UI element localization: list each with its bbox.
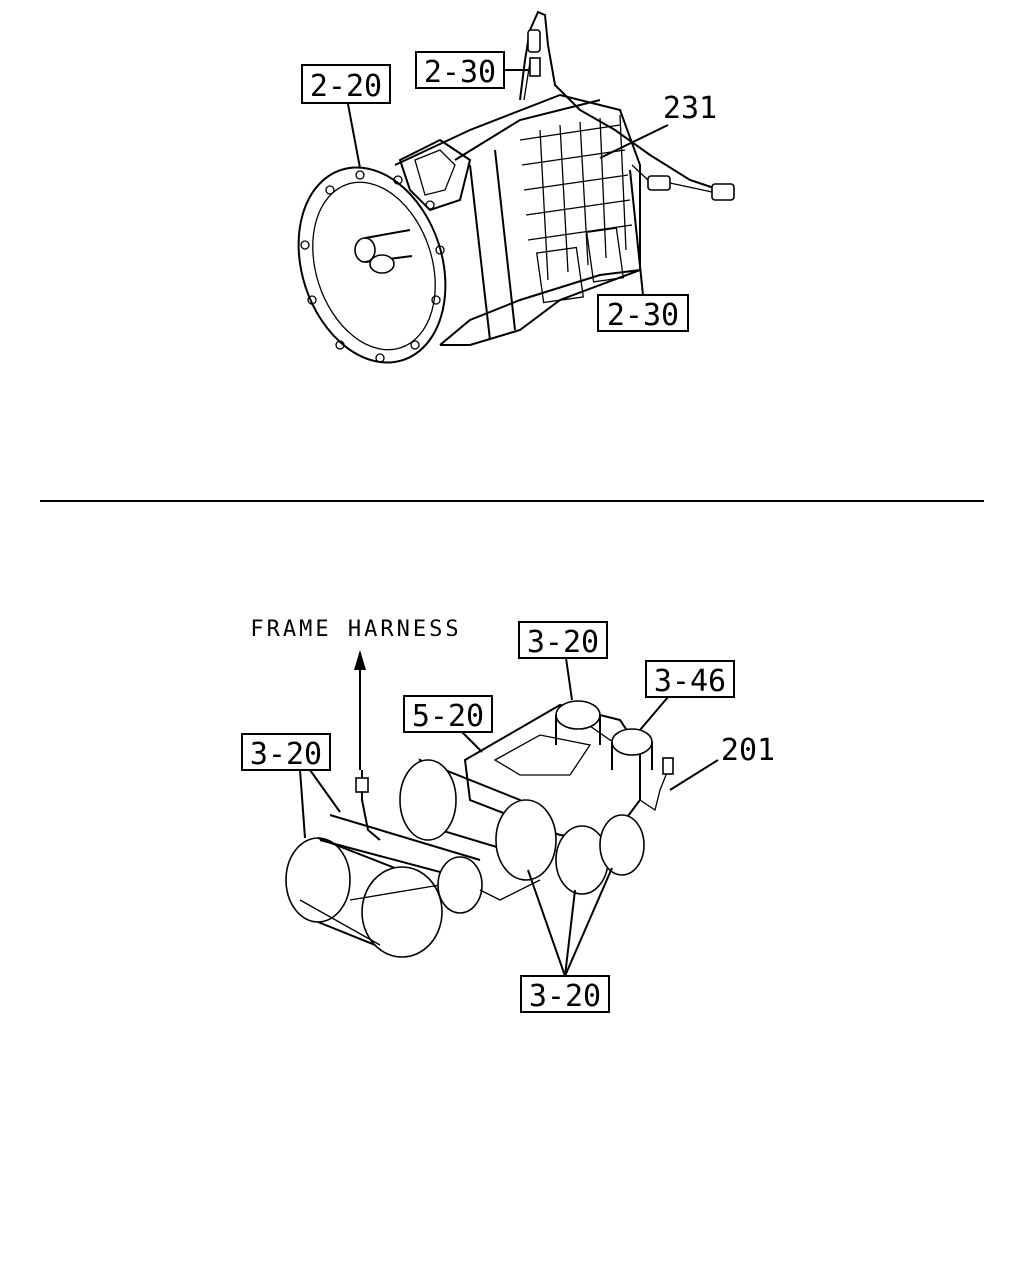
callout-2-30-lower: 2-30: [597, 169, 689, 333]
callout-3-46: 3-46: [639, 660, 735, 731]
callout-label: 2-30: [424, 55, 496, 90]
transmission-assembly-illustration: [297, 10, 735, 364]
frame-harness-note: FRAME HARNESS: [250, 617, 461, 770]
callout-5-20: 5-20: [403, 695, 493, 753]
callout-3-20-bottom: 3-20: [520, 867, 613, 1014]
callout-3-20-top: 3-20: [518, 621, 608, 701]
callout-2-20: 2-20: [301, 64, 391, 169]
air-tank-assembly-illustration: [285, 700, 674, 958]
callout-label: 3-46: [654, 664, 726, 699]
callout-label: 5-20: [412, 699, 484, 734]
part-number-label: 201: [721, 733, 775, 768]
callout-label: 2-30: [607, 298, 679, 333]
callout-label: 3-20: [529, 979, 601, 1014]
callout-label: 2-20: [310, 69, 382, 104]
callout-201: 201: [669, 733, 775, 791]
part-number-label: 231: [663, 91, 717, 126]
callout-label: 3-20: [250, 737, 322, 772]
frame-harness-label: FRAME HARNESS: [250, 617, 461, 642]
callout-231: 231: [599, 91, 717, 159]
callout-3-20-left: 3-20: [241, 733, 341, 839]
callout-2-30-upper: 2-30: [415, 51, 528, 90]
up-arrow-icon: [354, 650, 366, 670]
callout-label: 3-20: [527, 625, 599, 660]
